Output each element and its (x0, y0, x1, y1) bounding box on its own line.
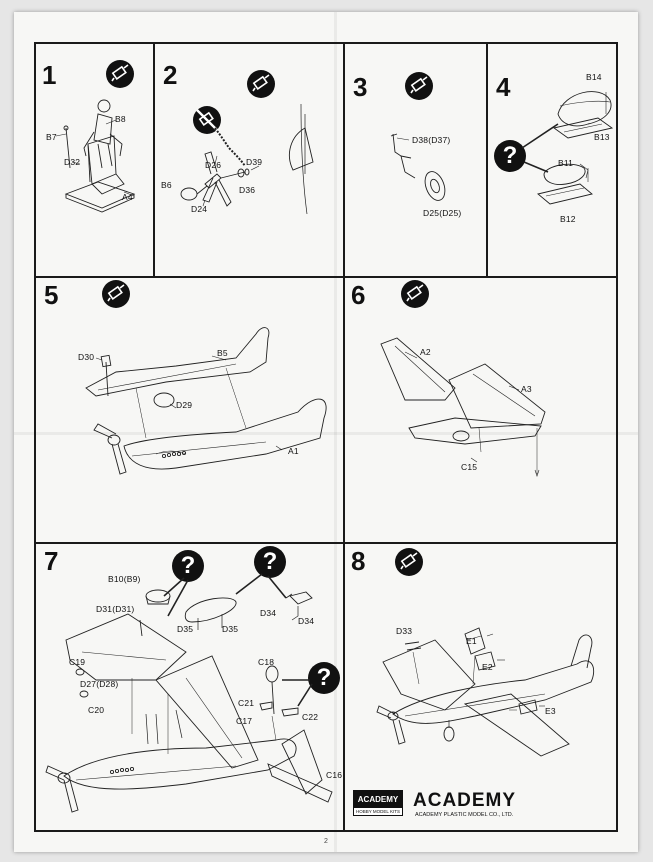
step-3-panel: 3 D38(D37) D25(D25) (345, 44, 486, 276)
part-label: B8 (115, 114, 126, 124)
part-label: D31(D31) (96, 604, 135, 614)
part-label: D32 (64, 157, 81, 167)
part-label: B14 (586, 72, 602, 82)
part-label: C21 (238, 698, 255, 708)
propeller-drawing (180, 103, 314, 215)
wing-drawing (380, 337, 546, 477)
part-label: C18 (258, 657, 275, 667)
fuselage-drawing (85, 327, 327, 475)
part-label: B10(B9) (108, 574, 141, 584)
question-mark-icon: ? (494, 140, 526, 172)
step-2-panel: 2 D39 (155, 44, 343, 276)
part-label: A1 (288, 446, 299, 456)
airframe-detail-drawing (45, 573, 333, 813)
step-number: 7 (44, 546, 59, 576)
logo-text: ACADEMY (354, 791, 402, 808)
step-number: 5 (44, 280, 59, 310)
part-label: C16 (326, 770, 343, 780)
part-label: D26 (205, 160, 222, 170)
question-mark-icon: ? (172, 550, 204, 582)
step-1-panel: 1 B8 B7 D32 A4 (36, 44, 153, 276)
glue-tube-icon (405, 72, 433, 100)
part-label: B5 (217, 348, 228, 358)
final-assembly-drawing (376, 627, 595, 757)
part-label: B11 (558, 158, 574, 168)
step-7-panel: 7 ? ? ? (36, 544, 343, 832)
part-label: C20 (88, 705, 105, 715)
glue-tube-icon (395, 548, 423, 576)
part-label: C17 (236, 716, 253, 726)
row-divider-2 (34, 542, 618, 544)
part-label: D30 (78, 352, 95, 362)
step-6-panel: 6 A2 A3 C15 (345, 278, 616, 542)
fold-line-horizontal (14, 432, 638, 435)
part-label: D24 (191, 204, 208, 214)
part-label: C15 (461, 462, 478, 472)
part-label: D35 (222, 624, 239, 634)
step-number: 4 (496, 72, 511, 102)
step-number: 3 (353, 72, 368, 102)
part-label: D34 (260, 608, 277, 618)
instruction-frame (34, 42, 618, 832)
glue-tube-icon (102, 280, 130, 308)
page-number: 2 (324, 838, 328, 845)
part-label: A3 (521, 384, 532, 394)
part-label: E2 (482, 662, 493, 672)
part-label: B13 (594, 132, 610, 142)
part-label: A4 (122, 192, 133, 202)
logo-subtext: HOBBY MODEL KITS (355, 809, 400, 814)
part-label: E3 (545, 706, 556, 716)
part-label: B6 (161, 180, 172, 190)
brand-wordmark: ACADEMY (413, 790, 517, 811)
step-5-panel: 5 (36, 278, 343, 542)
step-number: 1 (42, 60, 57, 90)
step-number: 6 (351, 280, 366, 310)
canopy-drawing (521, 91, 614, 205)
glue-tube-icon (401, 280, 429, 308)
part-label: D34 (298, 616, 315, 626)
part-label: D36 (239, 185, 256, 195)
part-label: D35 (177, 624, 194, 634)
col-divider-2 (343, 42, 345, 832)
fold-line-vertical (334, 12, 337, 852)
glue-tube-icon (106, 60, 134, 88)
col-divider-1 (153, 42, 155, 278)
question-mark-icon: ? (308, 662, 340, 694)
part-label: D27(D28) (80, 679, 119, 689)
part-label: D39 (246, 157, 263, 167)
part-label: B12 (560, 214, 576, 224)
instruction-sheet (14, 12, 638, 852)
glue-tube-icon (247, 70, 275, 98)
step-4-panel: 4 ? B14 B13 B11 B12 (488, 44, 616, 276)
question-mark-icon: ? (254, 546, 286, 578)
part-label: C22 (302, 712, 319, 722)
part-label: D33 (396, 626, 413, 636)
row-divider-1 (34, 276, 618, 278)
step-number: 2 (163, 60, 178, 90)
academy-logo: ACADEMY HOBBY MODEL KITS (353, 790, 403, 816)
step-8-panel: 8 (345, 544, 616, 832)
step-number: 8 (351, 546, 366, 576)
col-divider-3 (486, 42, 488, 278)
part-label: A2 (420, 347, 431, 357)
part-label: B7 (46, 132, 57, 142)
landing-gear-drawing (390, 133, 446, 201)
brand-subtext: ACADEMY PLASTIC MODEL CO., LTD. (415, 812, 514, 818)
part-label: C19 (69, 657, 86, 667)
part-label: D25(D25) (423, 208, 462, 218)
part-label: E1 (466, 636, 477, 646)
part-label: D38(D37) (412, 135, 451, 145)
part-label: D29 (176, 400, 193, 410)
pilot-seat-drawing (55, 99, 136, 213)
